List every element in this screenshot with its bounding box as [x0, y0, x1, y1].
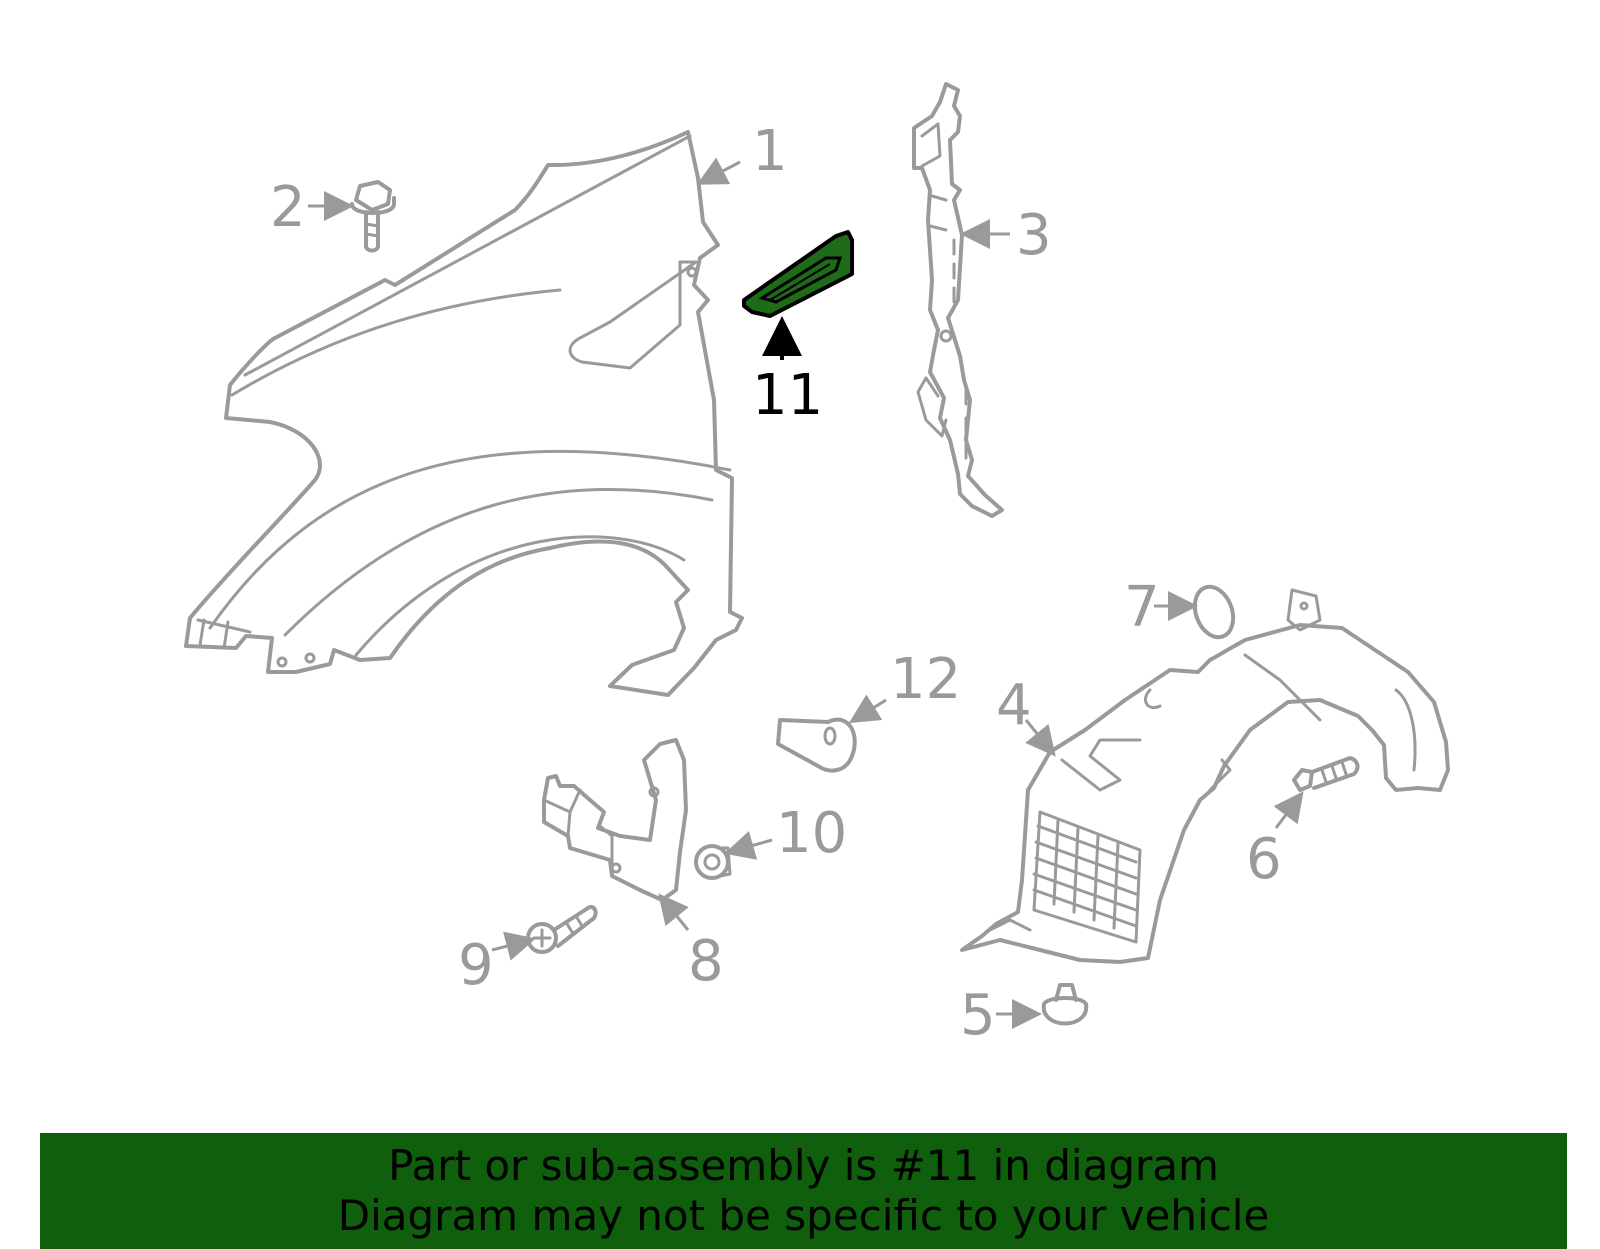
banner-line-2: Diagram may not be specific to your vehi…	[337, 1191, 1270, 1240]
callout-7: 7	[1124, 575, 1160, 640]
callout-5: 5	[960, 983, 996, 1048]
callout-9: 9	[458, 933, 494, 998]
part-6-screw	[1292, 756, 1360, 792]
part-5-clip	[1041, 983, 1089, 1026]
leader-lines	[308, 157, 1304, 1029]
callout-8: 8	[688, 929, 724, 994]
part-7-grommet	[1192, 584, 1236, 640]
callout-12: 12	[890, 647, 961, 712]
info-banner: Part or sub-assembly is #11 in diagram D…	[40, 1133, 1567, 1249]
callout-labels: 1 2 3 4 5 6 7 8 9 10 12 11	[270, 119, 1282, 1048]
callout-3: 3	[1016, 203, 1052, 268]
part-8-mudguard	[542, 738, 688, 902]
banner-line-1: Part or sub-assembly is #11 in diagram	[388, 1141, 1219, 1190]
callout-2: 2	[270, 175, 306, 240]
part-4-liner	[960, 588, 1450, 964]
callout-11: 11	[752, 363, 823, 428]
part-10-clip	[694, 844, 732, 880]
callout-10: 10	[776, 801, 847, 866]
callout-1: 1	[752, 119, 788, 184]
part-1-fender	[184, 130, 744, 697]
part-11-garnish	[742, 230, 854, 318]
part-2-bolt	[350, 180, 396, 253]
part-3-bracket	[912, 82, 1004, 518]
part-9-screw	[526, 905, 598, 954]
callout-6: 6	[1246, 827, 1282, 892]
part-12-bracket	[776, 717, 857, 773]
callout-4: 4	[996, 673, 1032, 738]
